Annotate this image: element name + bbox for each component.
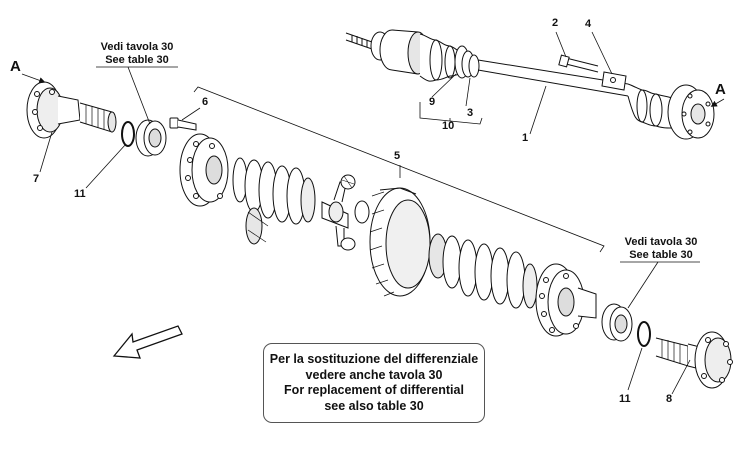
callout-10: 10 <box>442 120 455 132</box>
leader-lines <box>21 31 725 395</box>
reference-left-line2: See table 30 <box>105 54 169 66</box>
callout-3: 3 <box>467 107 474 119</box>
callout-6: 6 <box>202 96 209 108</box>
note-line-3: For replacement of differential <box>284 383 464 397</box>
note-line-4: see also table 30 <box>324 398 424 413</box>
callout-4: 4 <box>585 18 592 30</box>
reference-right: Vedi tavola 30 See table 30 <box>620 236 702 262</box>
note-line-2: vedere anche tavola 30 <box>305 367 443 382</box>
direction-arrow <box>112 325 183 359</box>
reference-left-line1: Vedi tavola 30 <box>100 41 174 53</box>
bolt-6 <box>169 117 197 131</box>
callout-11-left: 11 <box>74 188 86 200</box>
callout-9: 9 <box>429 96 436 108</box>
reference-right-line2: See table 30 <box>629 249 693 261</box>
callout-5: 5 <box>394 150 401 162</box>
callout-1: 1 <box>522 132 529 144</box>
label-view-a-left: A <box>10 58 21 75</box>
right-flange-assembly <box>601 303 733 389</box>
reference-right-line1: Vedi tavola 30 <box>624 236 698 248</box>
left-flange-assembly <box>26 81 167 157</box>
drive-shaft-assembly <box>345 29 715 140</box>
callout-11-right: 11 <box>619 393 631 405</box>
callout-7: 7 <box>33 173 40 185</box>
callout-8: 8 <box>666 393 673 405</box>
reference-left: Vedi tavola 30 See table 30 <box>96 41 178 67</box>
callout-2: 2 <box>552 17 559 29</box>
replacement-note-box: Per la sostituzione del differenziale ve… <box>263 343 485 423</box>
differential-assembly <box>179 133 597 337</box>
note-line-1: Per la sostituzione del differenziale <box>269 352 479 366</box>
label-view-a-right: A <box>715 81 726 98</box>
